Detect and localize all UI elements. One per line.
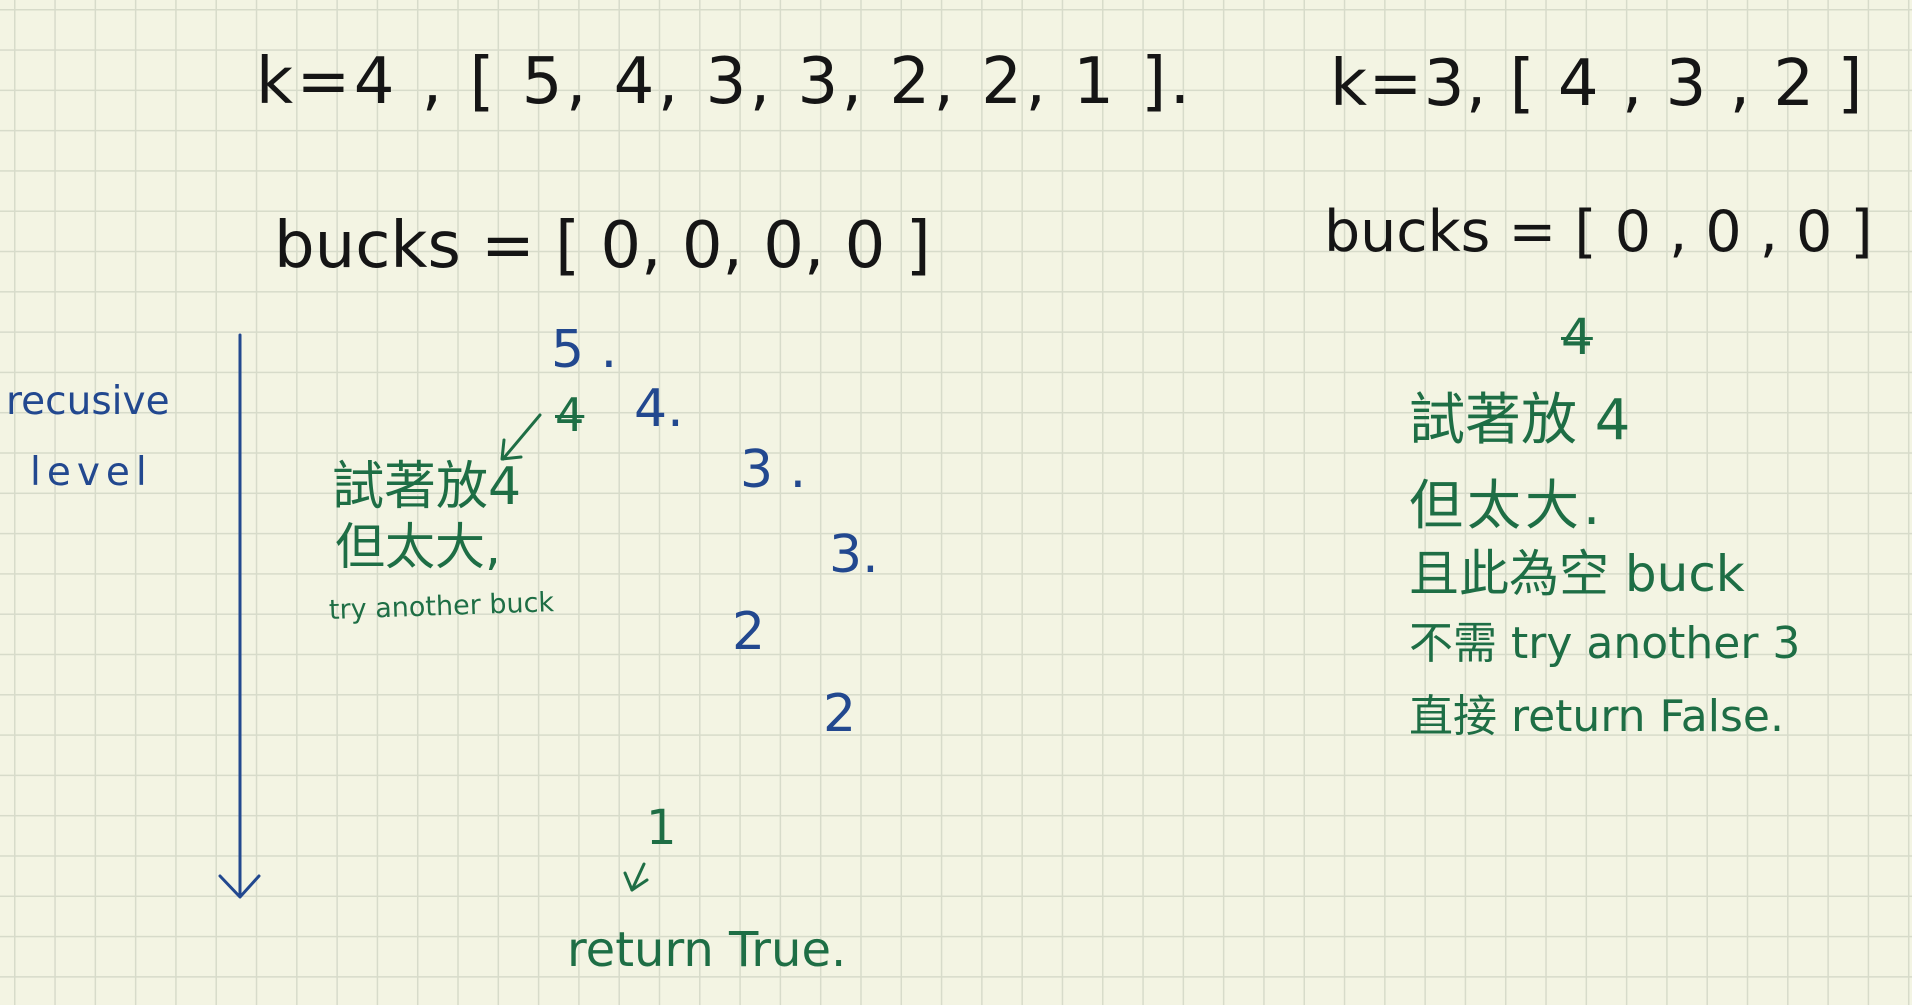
recursion-level-arrow-head xyxy=(218,874,261,899)
step-place-3a: 3 . xyxy=(740,440,807,500)
left-result: return True. xyxy=(567,922,847,978)
left-note-line2: 但太大, xyxy=(335,518,501,576)
step-place-1: 1 xyxy=(646,800,677,856)
left-note-line3: try another buck xyxy=(328,587,555,626)
right-note-line1: 試著放 4 xyxy=(1409,388,1631,453)
recursion-level-label-line1: recusive xyxy=(6,379,170,424)
right-crossed-out-4: 4 xyxy=(1561,308,1593,366)
left-note-line1: 試著放4 xyxy=(332,457,522,517)
left-buckets: bucks = [ 0, 0, 0, 0 ] xyxy=(274,209,931,283)
right-note-line2: 但太大. xyxy=(1409,474,1605,537)
right-problem-statement: k=3, [ 4 , 3 , 2 ] xyxy=(1330,47,1864,121)
right-note-line5: 直接 return False. xyxy=(1409,691,1784,742)
recursion-level-label-line2: level xyxy=(30,450,153,495)
step-place-2b: 2 xyxy=(823,684,857,744)
right-note-line3: 且此為空 buck xyxy=(1409,545,1745,603)
left-problem-statement: k=4 , [ 5, 4, 3, 3, 2, 2, 1 ]. xyxy=(256,45,1194,119)
step-place-2a: 2 xyxy=(732,602,766,662)
step-place-3b: 3. xyxy=(829,525,879,585)
right-buckets: bucks = [ 0 , 0 , 0 ] xyxy=(1324,199,1873,265)
return-arrow xyxy=(623,862,649,892)
return-arrow-shaft xyxy=(630,862,646,892)
step-place-5: 5 . xyxy=(551,320,618,380)
step-crossed-out-4: 4 xyxy=(555,388,585,442)
return-arrow-head xyxy=(623,871,649,892)
try-note-arrow xyxy=(500,413,542,461)
try-note-arrow-shaft xyxy=(501,413,542,461)
step-place-4: 4. xyxy=(634,379,684,439)
right-note-line4: 不需 try another 3 xyxy=(1409,618,1801,669)
recursion-level-arrow xyxy=(218,333,261,899)
